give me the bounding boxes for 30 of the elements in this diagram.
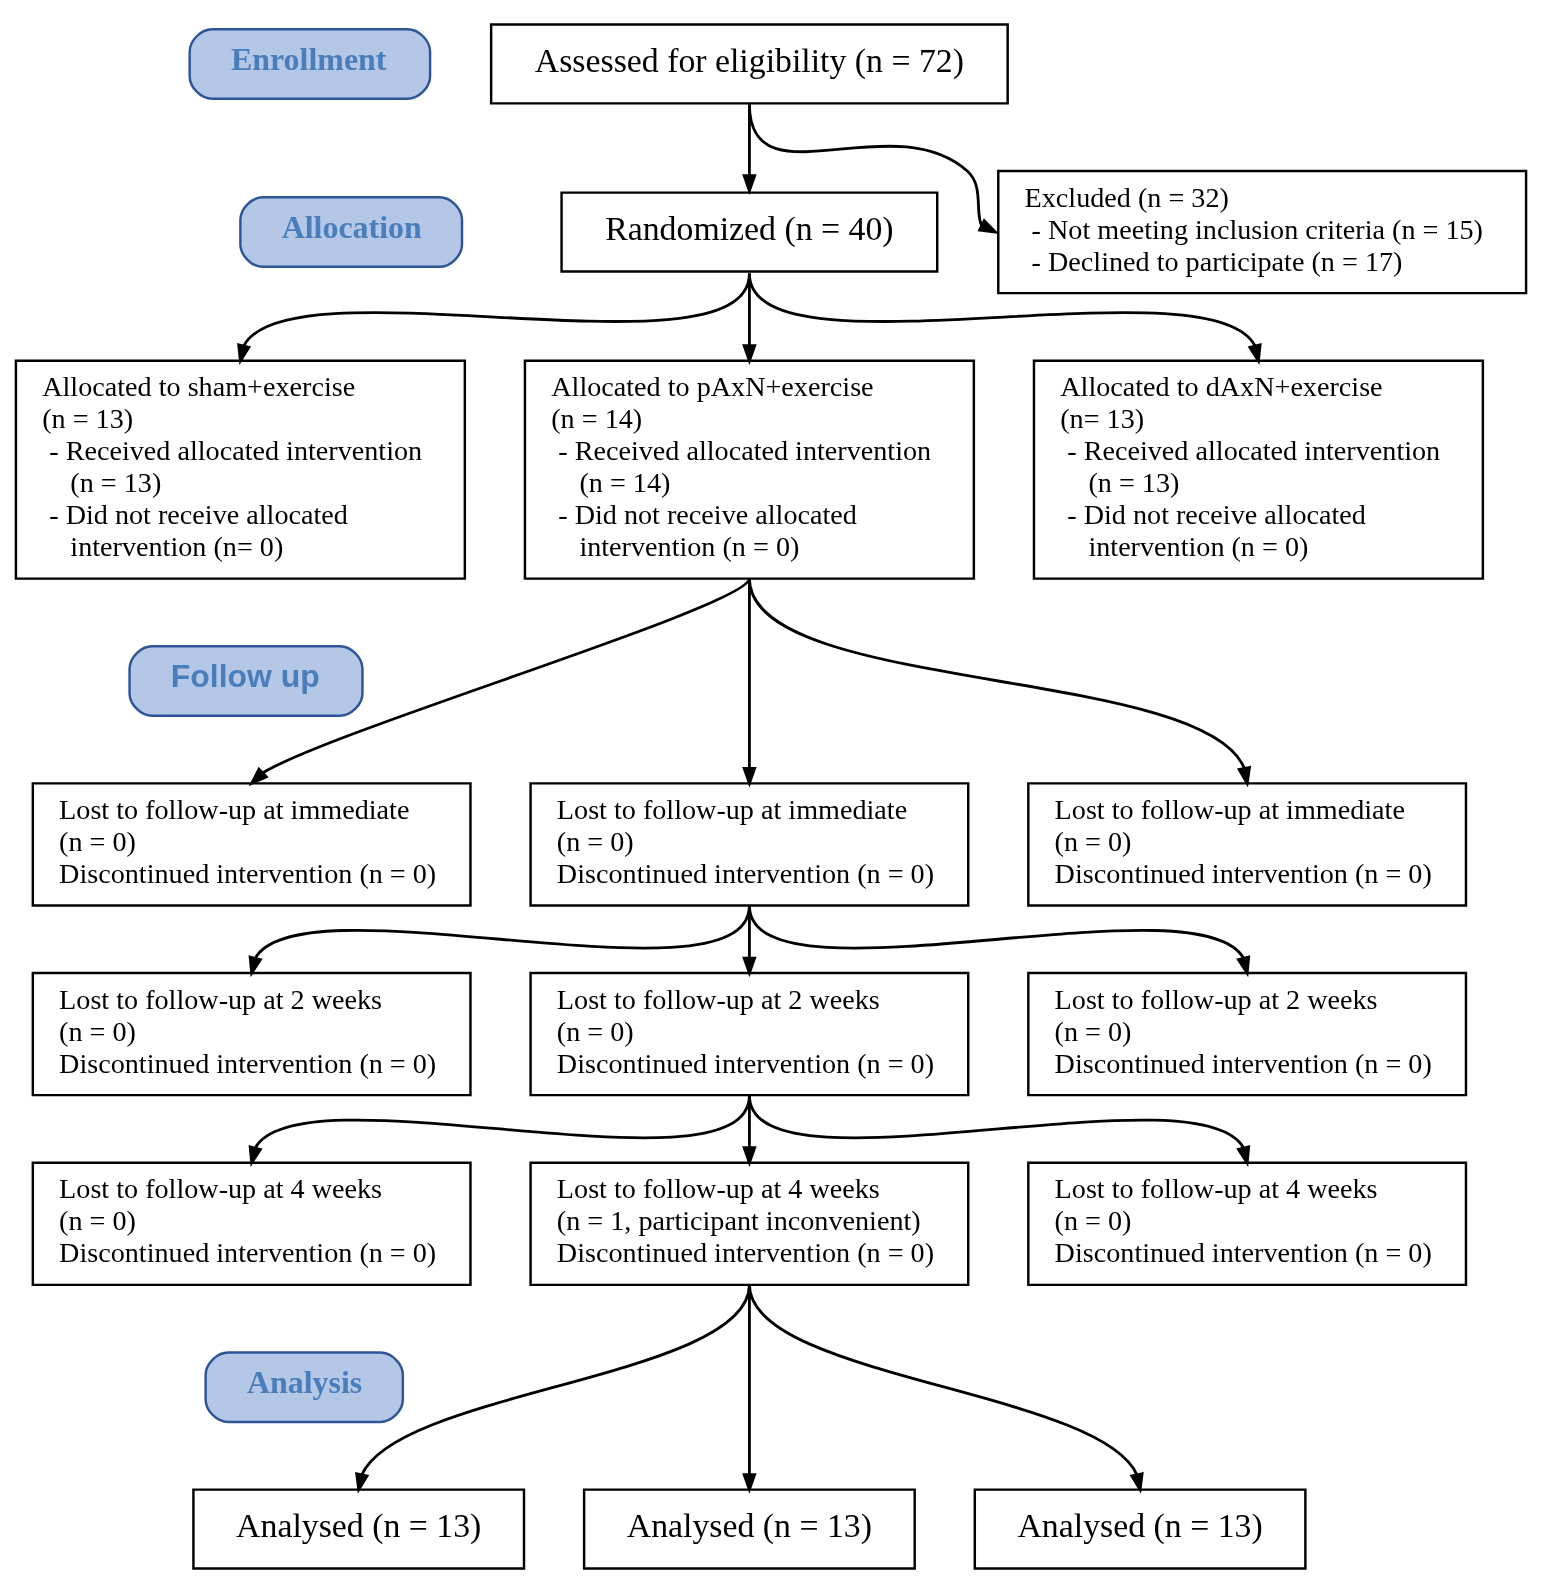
node-box: Lost to follow-up at 4 weeks (n = 0) Discontinued intervention (n = 0) <box>1027 1161 1468 1287</box>
node-box: Lost to follow-up at immediate (n = 0) Discontinued intervention (n = 0) <box>1027 782 1468 907</box>
node-box: Allocation <box>239 196 464 269</box>
node-box: Excluded (n = 32) - Not meeting inclusion criteria (n = 15) - Declined to participate (n = 17) <box>997 169 1528 295</box>
node-box: Lost to follow-up at 2 weeks (n = 0) Discontinued intervention (n = 0) <box>529 971 970 1097</box>
arrow <box>748 578 1252 788</box>
arrow <box>748 904 1251 978</box>
node-box: Randomized (n = 40) <box>560 191 939 273</box>
node-box: Lost to follow-up at immediate (n = 0) Discontinued intervention (n = 0) <box>529 782 970 907</box>
node-box: Lost to follow-up at 2 weeks (n = 0) Discontinued intervention (n = 0) <box>1027 971 1468 1097</box>
node-box: Lost to follow-up at immediate (n = 0) Discontinued intervention (n = 0) <box>31 782 472 907</box>
node-box: Allocated to pAxN+exercise (n = 14) - Received allocated intervention (n = 14) - Did not receive allocated intervention (n = 0) <box>523 359 976 580</box>
node-box: Follow up <box>128 645 364 717</box>
arrow <box>748 103 1000 234</box>
arrow <box>742 103 757 195</box>
node-box: Analysed (n = 13) <box>192 1488 526 1570</box>
node-box: Analysis <box>204 1351 405 1424</box>
arrow <box>748 272 1262 365</box>
node-box: Assessed for eligibility (n = 72) <box>489 23 1009 105</box>
arrow <box>248 577 751 787</box>
node-box: Analysed (n = 13) <box>973 1488 1307 1570</box>
node-box: Lost to follow-up at 2 weeks (n = 0) Discontinued intervention (n = 0) <box>31 971 472 1097</box>
node-box: Allocated to sham+exercise (n = 13) - Received allocated intervention (n = 13) - Did not receive allocated intervention (n= 0) <box>14 359 467 580</box>
node-box: Enrollment <box>188 28 432 100</box>
arrow <box>748 1094 1251 1167</box>
arrow <box>748 1284 1144 1494</box>
node-box: Lost to follow-up at 4 weeks (n = 0) Discontinued intervention (n = 0) <box>31 1161 472 1287</box>
node-box: Analysed (n = 13) <box>582 1488 916 1570</box>
node-box: Allocated to dAxN+exercise (n= 13) - Received allocated intervention (n = 13) - Did not receive allocated intervention (n = 0) <box>1032 359 1485 580</box>
node-box: Lost to follow-up at 4 weeks (n = 1, participant inconvenient) Discontinued intervention (n = 0) <box>529 1161 970 1287</box>
